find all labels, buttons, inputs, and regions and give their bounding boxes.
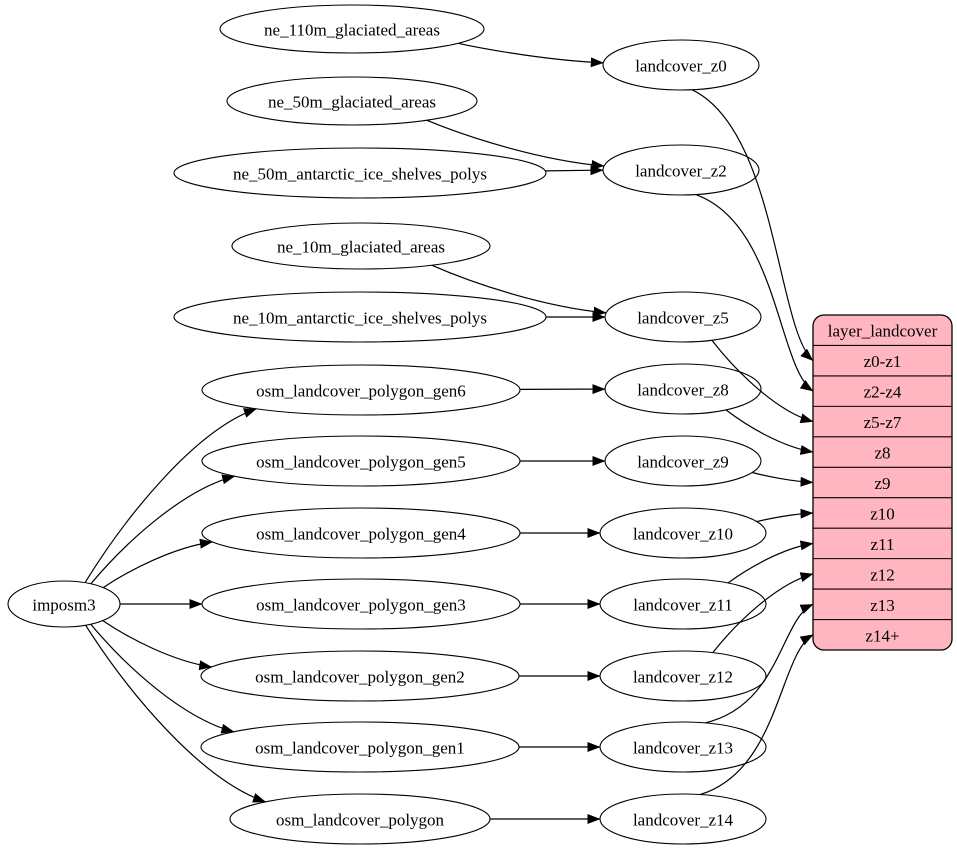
edge-imposm3-to-osm_landcover_polygon_gen1	[90, 623, 235, 734]
node-ellipse	[231, 222, 491, 270]
edge-ne_50m_glaciated_areas-to-landcover_z2	[426, 119, 605, 170]
node-label: landcover_z14	[633, 811, 734, 830]
edge-imposm3-to-osm_landcover_polygon_gen4	[102, 538, 213, 589]
edge-imposm3-to-osm_landcover_polygon_gen6	[84, 408, 257, 584]
node-ellipse	[226, 76, 478, 126]
edge-imposm3-to-osm_landcover_polygon_gen2	[102, 620, 213, 671]
nodes-layer: imposm3 ne_110m_glaciated_areas ne_50m_gla…	[7, 4, 953, 845]
node-label: ne_10m_antarctic_ice_shelves_polys	[233, 309, 487, 328]
node-label: landcover_z11	[633, 596, 732, 615]
node-landcover_z2: landcover_z2	[602, 144, 760, 196]
edge-landcover_z0-to-layer_landcover-z0-z1	[691, 89, 814, 362]
node-landcover_z0: landcover_z0	[602, 39, 760, 91]
node-label: osm_landcover_polygon	[276, 811, 445, 830]
node-ellipse	[173, 147, 547, 199]
record-row-z10: z10	[870, 504, 895, 523]
node-label: ne_50m_antarctic_ice_shelves_polys	[233, 165, 487, 184]
node-osm_landcover_polygon_gen4: osm_landcover_polygon_gen4	[201, 507, 521, 559]
node-label: osm_landcover_polygon_gen5	[256, 453, 466, 472]
node-landcover_z9: landcover_z9	[604, 435, 762, 487]
record-node-layer_landcover: layer_landcover z0-z1 z2-z4 z5-z7 z8 z9 z10 z11…	[812, 314, 953, 651]
node-landcover_z10: landcover_z10	[599, 507, 767, 559]
record-row-z12: z12	[870, 565, 895, 584]
edge-landcover_z5-to-layer_landcover-z5-z7	[711, 339, 814, 424]
node-label: landcover_z2	[635, 162, 727, 181]
edge-ne_50m_antarctic_ice_shelves_polys-to-landcover_z2	[545, 165, 604, 176]
node-label: landcover_z0	[635, 57, 727, 76]
node-label: landcover_z12	[633, 668, 733, 687]
record-row-z11: z11	[871, 535, 895, 554]
edge-landcover_z14-to-layer_landcover-z14+	[700, 634, 814, 796]
node-osm_landcover_polygon_gen5: osm_landcover_polygon_gen5	[201, 435, 521, 487]
node-ne_50m_antarctic_ice_shelves_polys: ne_50m_antarctic_ice_shelves_polys	[173, 147, 547, 199]
node-landcover_z11: landcover_z11	[599, 578, 767, 630]
node-label: ne_50m_glaciated_areas	[268, 93, 436, 112]
record-row-z5-z7: z5-z7	[864, 413, 902, 432]
node-ellipse	[219, 4, 485, 54]
record-row-z2-z4: z2-z4	[864, 383, 902, 402]
node-ellipse	[201, 364, 521, 416]
edge-landcover_z2-to-layer_landcover-z2-z4	[695, 194, 814, 392]
node-ne_110m_glaciated_areas: ne_110m_glaciated_areas	[219, 4, 485, 54]
node-label: osm_landcover_polygon_gen4	[256, 525, 466, 544]
edge-landcover_z11-to-layer_landcover-z11	[727, 540, 814, 584]
record-row-z9: z9	[874, 474, 890, 493]
edge-landcover_z12-to-layer_landcover-z12	[712, 572, 814, 654]
node-label: osm_landcover_polygon_gen3	[256, 596, 466, 615]
node-label: landcover_z13	[633, 739, 733, 758]
node-ne_10m_antarctic_ice_shelves_polys: ne_10m_antarctic_ice_shelves_polys	[173, 291, 547, 343]
node-label: imposm3	[32, 596, 95, 615]
edge-landcover_z8-to-layer_landcover-z8	[725, 409, 814, 455]
node-label: osm_landcover_polygon_gen6	[256, 382, 466, 401]
edge-ne_10m_glaciated_areas-to-landcover_z5	[431, 264, 607, 317]
node-label: ne_110m_glaciated_areas	[264, 21, 440, 40]
node-label: landcover_z8	[637, 381, 729, 400]
edges-layer	[84, 42, 814, 824]
edge-ne_110m_glaciated_areas-to-landcover_z0	[457, 42, 604, 68]
node-label: osm_landcover_polygon_gen1	[255, 739, 465, 758]
record-row-z8: z8	[874, 444, 890, 463]
record-row-z0-z1: z0-z1	[864, 352, 902, 371]
node-imposm3: imposm3	[7, 580, 121, 628]
edge-imposm3-to-osm_landcover_polygon_gen5	[90, 474, 236, 585]
edge-landcover_z9-to-layer_landcover-z9	[752, 471, 814, 487]
node-ne_10m_glaciated_areas: ne_10m_glaciated_areas	[231, 222, 491, 270]
node-osm_landcover_polygon_gen2: osm_landcover_polygon_gen2	[200, 650, 520, 702]
edge-landcover_z13-to-layer_landcover-z13	[704, 603, 814, 724]
node-ne_50m_glaciated_areas: ne_50m_glaciated_areas	[226, 76, 478, 126]
node-landcover_z14: landcover_z14	[599, 793, 767, 845]
node-osm_landcover_polygon: osm_landcover_polygon	[229, 793, 491, 845]
record-title: layer_landcover	[828, 322, 938, 341]
record-row-z14+: z14+	[865, 626, 899, 645]
node-label: landcover_z5	[637, 309, 729, 328]
node-osm_landcover_polygon_gen3: osm_landcover_polygon_gen3	[201, 578, 521, 630]
node-landcover_z13: landcover_z13	[599, 721, 767, 773]
node-osm_landcover_polygon_gen1: osm_landcover_polygon_gen1	[200, 721, 520, 773]
node-landcover_z12: landcover_z12	[599, 650, 767, 702]
node-label: landcover_z9	[637, 453, 729, 472]
node-label: ne_10m_glaciated_areas	[277, 238, 445, 257]
node-label: osm_landcover_polygon_gen2	[255, 668, 465, 687]
node-landcover_z5: landcover_z5	[604, 291, 762, 343]
node-osm_landcover_polygon_gen6: osm_landcover_polygon_gen6	[201, 364, 521, 416]
edge-landcover_z10-to-layer_landcover-z10	[756, 508, 814, 523]
node-label: landcover_z10	[633, 525, 733, 544]
edge-imposm3-to-osm_landcover_polygon	[85, 624, 266, 803]
node-landcover_z8: landcover_z8	[604, 363, 762, 415]
record-row-z13: z13	[870, 596, 895, 615]
